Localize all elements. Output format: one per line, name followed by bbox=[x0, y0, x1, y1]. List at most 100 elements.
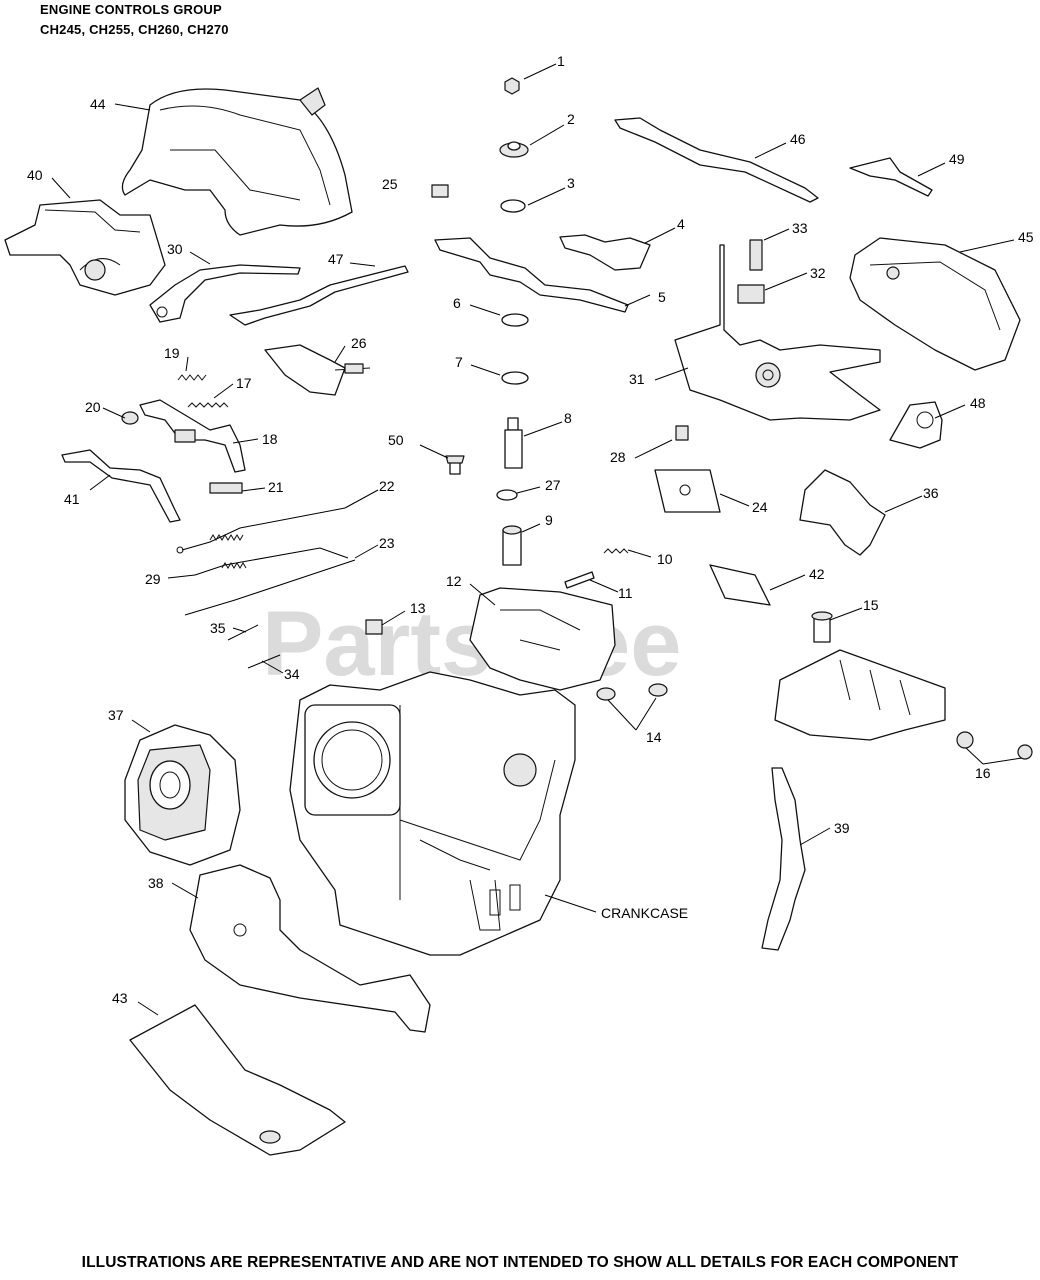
callout-8: 8 bbox=[564, 410, 572, 426]
callout-17: 17 bbox=[236, 375, 252, 391]
callout-6: 6 bbox=[453, 295, 461, 311]
callout-11: 11 bbox=[618, 585, 633, 601]
callout-45: 45 bbox=[1018, 229, 1034, 245]
callout-39: 39 bbox=[834, 820, 850, 836]
callout-41: 41 bbox=[64, 491, 80, 507]
part-31-governor-control bbox=[674, 244, 881, 421]
callout-33: 33 bbox=[792, 220, 808, 236]
exploded-parts-diagram: PartsTree bbox=[4, 53, 1034, 1156]
part-42-plate bbox=[709, 564, 771, 606]
part-15-screw bbox=[811, 611, 833, 643]
callout-32: 32 bbox=[810, 265, 826, 281]
part-41-bracket bbox=[61, 449, 181, 523]
callout-48: 48 bbox=[970, 395, 986, 411]
part-2-seal bbox=[499, 141, 529, 158]
part-36-guard bbox=[799, 469, 886, 556]
callout-25: 25 bbox=[382, 176, 398, 192]
callout-43: 43 bbox=[112, 990, 128, 1006]
callout-44: 44 bbox=[90, 96, 106, 112]
part-13-bolt bbox=[365, 619, 383, 635]
callout-31: 31 bbox=[629, 371, 645, 387]
part-47-throttle-rod bbox=[229, 265, 409, 326]
callout-47: 47 bbox=[328, 251, 344, 267]
part-46-rod bbox=[614, 117, 819, 203]
callout-23: 23 bbox=[379, 535, 395, 551]
callout-50: 50 bbox=[388, 432, 404, 448]
part-19-spring bbox=[177, 374, 207, 381]
callout-19: 19 bbox=[164, 345, 180, 361]
part-26-governor-bracket bbox=[264, 344, 371, 396]
callout-34: 34 bbox=[284, 666, 300, 682]
callout-49: 49 bbox=[949, 151, 965, 167]
part-44-blower-housing bbox=[121, 87, 353, 236]
callout-30: 30 bbox=[167, 241, 183, 257]
callout-22: 22 bbox=[379, 478, 395, 494]
part-16-bracket-assembly bbox=[774, 649, 1033, 760]
part-37-air-cleaner-cover bbox=[124, 724, 241, 866]
callout-9: 9 bbox=[545, 512, 553, 528]
callout-46: 46 bbox=[790, 131, 806, 147]
model-list: CH245, CH255, CH260, CH270 bbox=[40, 22, 229, 37]
callout-13: 13 bbox=[410, 600, 426, 616]
callout-crankcase: CRANKCASE bbox=[601, 905, 688, 921]
part-29-spring-link bbox=[194, 547, 349, 576]
part-7-washer bbox=[501, 371, 529, 385]
callout-28: 28 bbox=[610, 449, 626, 465]
callout-42: 42 bbox=[809, 566, 825, 582]
callout-18: 18 bbox=[262, 431, 278, 447]
part-38-baffle bbox=[189, 864, 431, 1033]
part-25-clip bbox=[431, 184, 449, 198]
callout-leaders bbox=[51, 63, 1023, 1016]
callout-38: 38 bbox=[148, 875, 164, 891]
part-10-spring bbox=[603, 548, 629, 554]
part-4-bracket bbox=[559, 234, 651, 271]
part-1-nut bbox=[504, 77, 520, 95]
part-49-clip bbox=[849, 157, 933, 197]
watermark: PartsTree bbox=[262, 593, 681, 695]
diagram-title: ENGINE CONTROLS GROUP bbox=[40, 2, 222, 17]
callout-2: 2 bbox=[567, 111, 575, 127]
callout-labels: 1 2 3 4 5 6 7 8 9 10 11 12 13 14 15 16 1… bbox=[27, 53, 1034, 1006]
part-21-pin bbox=[209, 482, 243, 494]
part-39-arm bbox=[761, 767, 806, 951]
callout-21: 21 bbox=[268, 479, 284, 495]
callout-4: 4 bbox=[677, 216, 685, 232]
callout-27: 27 bbox=[545, 477, 561, 493]
part-48-bracket bbox=[889, 401, 943, 449]
callout-1: 1 bbox=[557, 53, 565, 69]
callout-7: 7 bbox=[455, 354, 463, 370]
part-3-washer bbox=[500, 199, 526, 213]
part-45-cover bbox=[849, 237, 1021, 371]
part-14-washers bbox=[596, 683, 668, 701]
part-17-spring bbox=[187, 402, 229, 408]
part-12-cylinder-head bbox=[469, 587, 616, 691]
callout-29: 29 bbox=[145, 571, 161, 587]
callout-10: 10 bbox=[657, 551, 673, 567]
part-34-link bbox=[247, 654, 281, 669]
part-20-washer bbox=[121, 411, 139, 425]
part-8-shaft bbox=[504, 417, 523, 469]
callout-12: 12 bbox=[446, 573, 462, 589]
part-28-fitting bbox=[675, 425, 689, 441]
part-11-bolt bbox=[564, 571, 595, 589]
part-6-washer bbox=[501, 313, 529, 327]
part-18-governor-lever bbox=[139, 399, 246, 473]
part-24-plate bbox=[654, 469, 721, 513]
part-30-lever bbox=[149, 264, 301, 323]
part-40-control-panel bbox=[4, 199, 166, 296]
callout-14: 14 bbox=[646, 729, 662, 745]
callout-5: 5 bbox=[658, 289, 666, 305]
part-22-governor-spring-link bbox=[176, 507, 346, 554]
callout-16: 16 bbox=[975, 765, 991, 781]
part-5-control-lever bbox=[434, 237, 629, 313]
part-32-clamp bbox=[737, 284, 765, 304]
callout-40: 40 bbox=[27, 167, 43, 183]
part-9-bushing bbox=[502, 525, 522, 566]
callout-26: 26 bbox=[351, 335, 367, 351]
part-50-bolt bbox=[445, 455, 465, 475]
callout-3: 3 bbox=[567, 175, 575, 191]
callout-36: 36 bbox=[923, 485, 939, 501]
part-33-screw bbox=[749, 239, 763, 271]
callout-24: 24 bbox=[752, 499, 768, 515]
callout-20: 20 bbox=[85, 399, 101, 415]
